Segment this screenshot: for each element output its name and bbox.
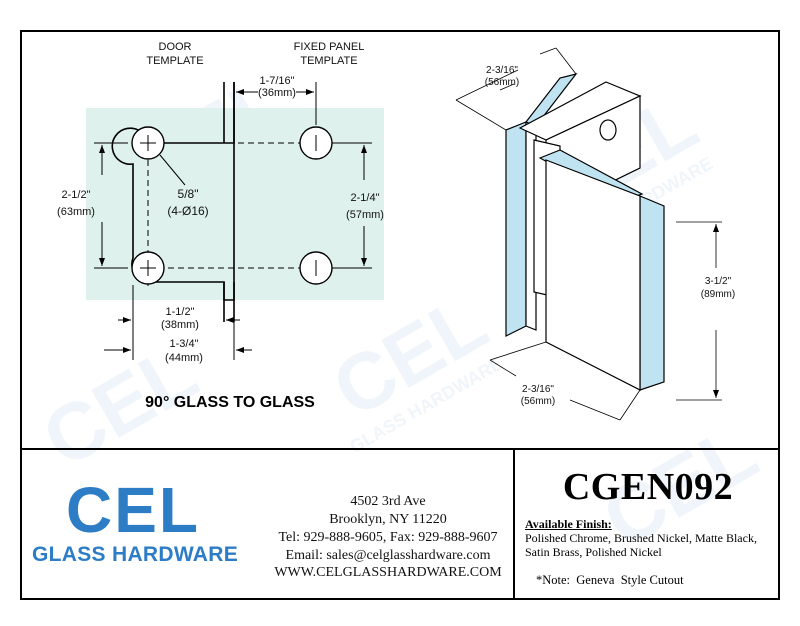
finish-heading: Available Finish:	[525, 517, 612, 531]
dim-left-label: 2-1/2"	[62, 189, 91, 201]
iso-dim-height-label: (89mm)	[701, 289, 735, 300]
fixed-panel-template-label: FIXED PANEL	[294, 41, 365, 53]
technical-drawing: DOOR TEMPLATE FIXED PANEL TEMPLATE 1-7/1…	[57, 41, 735, 421]
hole-leader	[159, 154, 186, 186]
drawing-caption: 90° GLASS TO GLASS	[145, 394, 315, 411]
dim-bottom-label: 1-1/2"	[166, 306, 195, 318]
door-template-label: DOOR	[159, 41, 192, 53]
dim-top-label: 1-7/16"	[259, 75, 294, 87]
divider-vertical	[513, 449, 515, 600]
company-logo: CEL GLASS HARDWARE	[26, 478, 258, 578]
finish-list: Polished Chrome, Brushed Nickel, Matte B…	[525, 531, 757, 559]
divider-horizontal	[20, 448, 780, 450]
email: Email: sales@celglasshardware.com	[285, 548, 491, 563]
style-note: *Note: Geneva Style Cutout	[536, 573, 684, 587]
address-city: Brooklyn, NY 11220	[329, 512, 447, 527]
dim-hole-label: (4-Ø16)	[167, 204, 208, 218]
dim-bottom-label: (44mm)	[165, 352, 203, 364]
dim-top-label: (36mm)	[258, 87, 296, 99]
dim-right-label: 2-1/4"	[351, 192, 380, 204]
fixed-panel-template-label: TEMPLATE	[300, 55, 357, 67]
dim-bottom-label: 1-3/4"	[170, 338, 199, 350]
spec-sheet-border	[20, 30, 780, 600]
website: WWW.CELGLASSHARDWARE.COM	[274, 565, 502, 580]
dim-left-label: (63mm)	[57, 206, 95, 218]
dim-bottom-label: (38mm)	[161, 319, 199, 331]
model-number: CGEN092	[562, 466, 734, 508]
dim-hole-label: 5/8"	[178, 187, 199, 201]
address-street: 4502 3rd Ave	[350, 494, 426, 509]
phone-fax: Tel: 929-888-9605, Fax: 929-888-9607	[278, 530, 498, 545]
iso-dim-bottom-label: (56mm)	[521, 396, 555, 407]
iso-dim-height-label: 3-1/2"	[705, 276, 732, 287]
logo-wordmark: CEL	[66, 474, 200, 546]
iso-dim-top-label: (56mm)	[485, 77, 519, 88]
dim-right-label: (57mm)	[346, 209, 384, 221]
door-template-label: TEMPLATE	[146, 55, 203, 67]
logo-subtitle: GLASS HARDWARE	[32, 543, 239, 566]
iso-dim-top-label: 2-3/16"	[486, 65, 518, 76]
hinge-isometric	[455, 47, 722, 421]
iso-dim-bottom-label: 2-3/16"	[522, 384, 554, 395]
